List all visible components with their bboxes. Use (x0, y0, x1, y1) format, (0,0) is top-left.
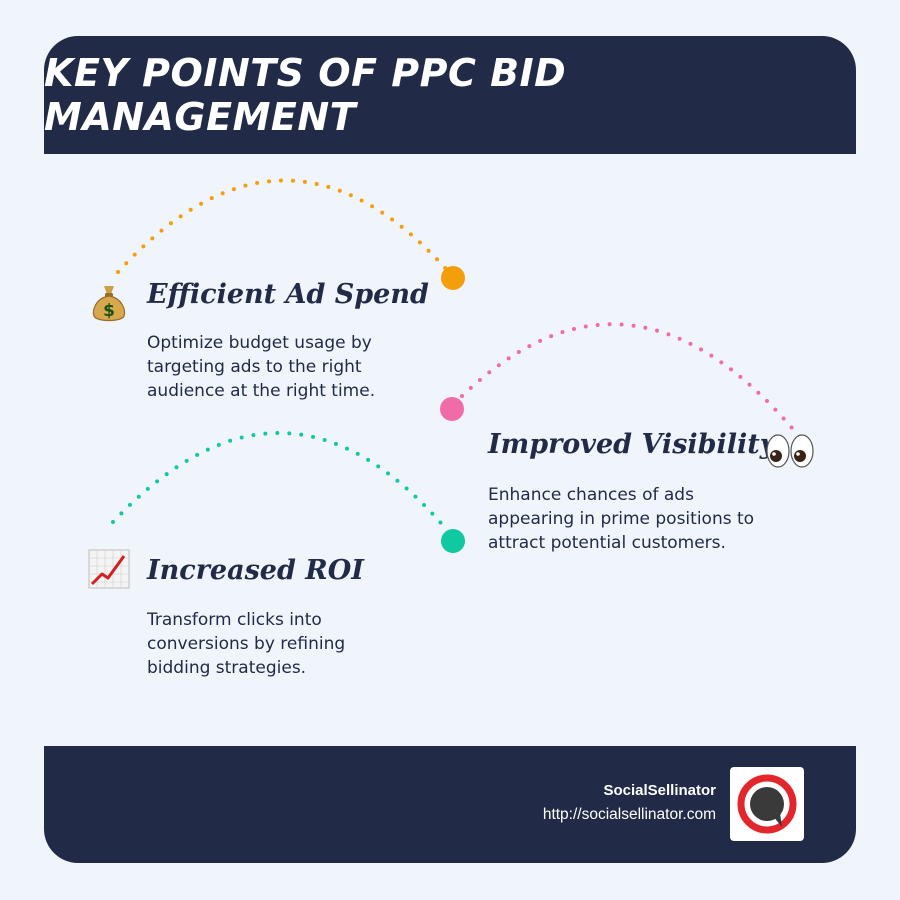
point-description-efficient-ad-spend: Optimize budget usage by targeting ads t… (147, 331, 375, 403)
description-line: audience at the right time. (147, 381, 376, 401)
eyes-icon (764, 430, 816, 472)
svg-text:$: $ (103, 301, 115, 321)
node-pink (440, 397, 464, 421)
description-line: appearing in prime positions to (488, 509, 755, 529)
point-title-improved-visibility: Improved Visibility (488, 429, 776, 460)
chart-increasing-icon (88, 548, 130, 590)
description-line: bidding strategies. (147, 658, 307, 678)
footer-banner: SocialSellinator http://socialsellinator… (44, 746, 856, 863)
brand-url-link[interactable]: http://socialsellinator.com (542, 806, 716, 823)
description-line: Optimize budget usage by (147, 333, 372, 353)
description-line: Enhance chances of ads (488, 485, 694, 505)
page-title: KEY POINTS OF PPC BID MANAGEMENT (44, 51, 567, 139)
brand-logo[interactable] (730, 767, 804, 841)
point-title-increased-roi: Increased ROI (147, 555, 364, 586)
arc-teal (111, 431, 449, 532)
node-teal (441, 529, 465, 553)
point-title-efficient-ad-spend: Efficient Ad Spend (147, 279, 429, 310)
point-description-improved-visibility: Enhance chances of ads appearing in prim… (488, 483, 754, 555)
node-orange (441, 266, 465, 290)
description-line: conversions by refining (147, 634, 346, 654)
brand-name: SocialSellinator (603, 782, 716, 799)
speech-bubble-logo-icon (737, 774, 797, 834)
point-description-increased-roi: Transform clicks into conversions by ref… (147, 608, 345, 680)
arc-pink (460, 322, 794, 430)
description-line: Transform clicks into (147, 610, 322, 630)
money-bag-icon: $ (88, 282, 130, 324)
description-line: attract potential customers. (488, 533, 726, 553)
arc-orange (116, 178, 449, 274)
header-banner: KEY POINTS OF PPC BID MANAGEMENT (44, 36, 856, 154)
description-line: targeting ads to the right (147, 357, 362, 377)
